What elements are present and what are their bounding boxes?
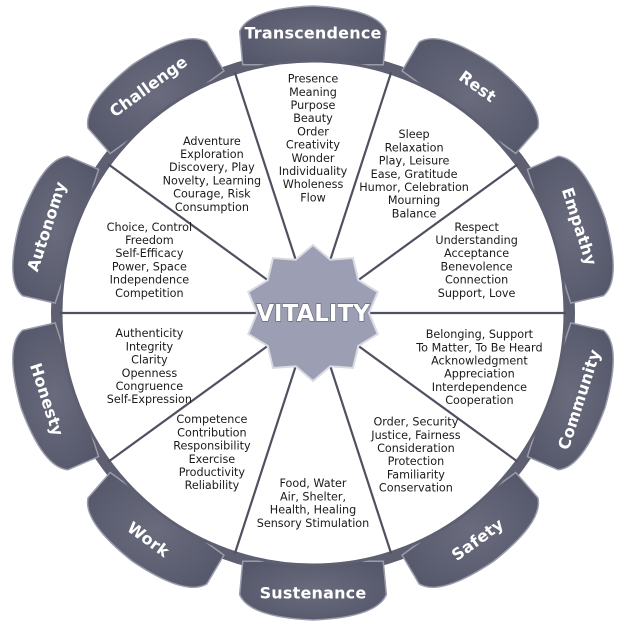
petal-autonomy bbox=[12, 155, 100, 304]
need-item: Exercise bbox=[189, 453, 236, 466]
petal-label-transcendence: Transcendence bbox=[244, 24, 381, 43]
need-item: Justice, Fairness bbox=[370, 429, 460, 442]
need-item: Congruence bbox=[116, 380, 184, 393]
need-item: Health, Healing bbox=[270, 504, 356, 517]
need-item: Independence bbox=[110, 274, 190, 287]
petal-work bbox=[86, 471, 225, 589]
vitality-label: VITALITY bbox=[256, 301, 370, 327]
need-item: Mourning bbox=[388, 194, 440, 207]
petal-honesty bbox=[12, 322, 100, 471]
need-item: Novelty, Learning bbox=[163, 174, 262, 187]
petal-sustenance bbox=[238, 560, 388, 621]
need-item: Openness bbox=[122, 367, 178, 380]
sector-divider bbox=[329, 365, 393, 554]
sector-divider bbox=[233, 365, 297, 554]
sector-divider bbox=[329, 72, 393, 261]
need-item: Choice, Control bbox=[107, 221, 192, 234]
need-item: Ease, Gratitude bbox=[371, 168, 458, 181]
petal-label-sustenance: Sustenance bbox=[260, 584, 367, 603]
needs-empathy: RespectUnderstandingAcceptanceBenevolenc… bbox=[435, 221, 517, 300]
need-item: Conservation bbox=[379, 482, 453, 495]
need-item: Interdependence bbox=[432, 381, 527, 394]
need-item: Appreciation bbox=[444, 368, 515, 381]
need-item: Flow bbox=[300, 191, 326, 204]
sector-divider bbox=[233, 72, 297, 261]
vitality-hub bbox=[247, 243, 379, 383]
sector-divider bbox=[107, 345, 269, 463]
need-item: Cooperation bbox=[445, 394, 513, 407]
petal-empathy bbox=[526, 155, 614, 304]
need-item: Order, Security bbox=[373, 416, 458, 429]
need-item: Contribution bbox=[177, 426, 246, 439]
sector-divider bbox=[357, 345, 519, 463]
need-item: Humor, Celebration bbox=[359, 181, 469, 194]
need-item: Consumption bbox=[175, 201, 249, 214]
sector-divider bbox=[107, 163, 269, 281]
needs-work: CompetenceContributionResponsibilityExer… bbox=[173, 413, 251, 492]
need-item: Connection bbox=[445, 274, 508, 287]
need-item: Competition bbox=[115, 287, 183, 300]
need-item: Integrity bbox=[126, 340, 174, 353]
need-item: Competence bbox=[176, 413, 247, 426]
need-item: Acceptance bbox=[444, 247, 509, 260]
need-item: Wonder bbox=[292, 152, 335, 165]
need-item: Freedom bbox=[125, 234, 174, 247]
need-item: Protection bbox=[388, 455, 445, 468]
need-item: Relaxation bbox=[385, 141, 444, 154]
petal-community bbox=[526, 322, 614, 471]
need-item: Courage, Risk bbox=[173, 188, 251, 201]
need-item: Productivity bbox=[179, 466, 246, 479]
need-item: Order bbox=[297, 125, 329, 138]
need-item: Consideration bbox=[377, 442, 455, 455]
petal-transcendence bbox=[238, 5, 388, 66]
need-item: Exploration bbox=[180, 148, 244, 161]
need-item: Individuality bbox=[279, 165, 348, 178]
petal-rest bbox=[401, 37, 540, 155]
needs-text-group: PresenceMeaningPurposeBeautyOrderCreativ… bbox=[107, 73, 543, 530]
need-item: Discovery, Play bbox=[169, 161, 255, 174]
need-item: Acknowledgment bbox=[431, 355, 528, 368]
need-item: Beauty bbox=[293, 112, 333, 125]
need-item: Purpose bbox=[291, 99, 336, 112]
need-item: Wholeness bbox=[283, 178, 344, 191]
need-item: Clarity bbox=[131, 354, 168, 367]
needs-transcendence: PresenceMeaningPurposeBeautyOrderCreativ… bbox=[279, 73, 348, 205]
need-item: Belonging, Support bbox=[426, 328, 534, 341]
need-item: Meaning bbox=[289, 86, 337, 99]
need-item: Play, Leisure bbox=[379, 155, 450, 168]
need-item: Responsibility bbox=[173, 440, 251, 453]
need-item: Presence bbox=[288, 73, 339, 86]
need-item: Self-Efficacy bbox=[115, 247, 183, 260]
need-item: Power, Space bbox=[112, 260, 187, 273]
need-item: Authenticity bbox=[115, 327, 183, 340]
need-item: Familiarity bbox=[387, 468, 445, 481]
petal-challenge bbox=[86, 37, 225, 155]
sector-divider bbox=[357, 163, 519, 281]
need-item: Support, Love bbox=[438, 287, 516, 300]
need-item: To Matter, To Be Heard bbox=[415, 341, 542, 354]
need-item: Sleep bbox=[399, 128, 430, 141]
need-item: Self-Expression bbox=[107, 393, 192, 406]
needs-honesty: AuthenticityIntegrityClarityOpennessCong… bbox=[107, 327, 192, 406]
need-item: Adventure bbox=[183, 135, 241, 148]
need-item: Sensory Stimulation bbox=[257, 517, 370, 530]
petal-safety bbox=[401, 471, 540, 589]
need-item: Balance bbox=[392, 207, 437, 220]
need-item: Benevolence bbox=[441, 260, 513, 273]
need-item: Food, Water bbox=[279, 477, 346, 490]
need-item: Reliability bbox=[185, 479, 240, 492]
need-item: Air, Shelter, bbox=[280, 490, 346, 503]
need-item: Understanding bbox=[435, 234, 517, 247]
need-item: Respect bbox=[454, 221, 499, 234]
sector-dividers bbox=[60, 72, 566, 554]
needs-autonomy: Choice, ControlFreedomSelf-EfficacyPower… bbox=[107, 221, 192, 300]
need-item: Creativity bbox=[286, 139, 341, 152]
